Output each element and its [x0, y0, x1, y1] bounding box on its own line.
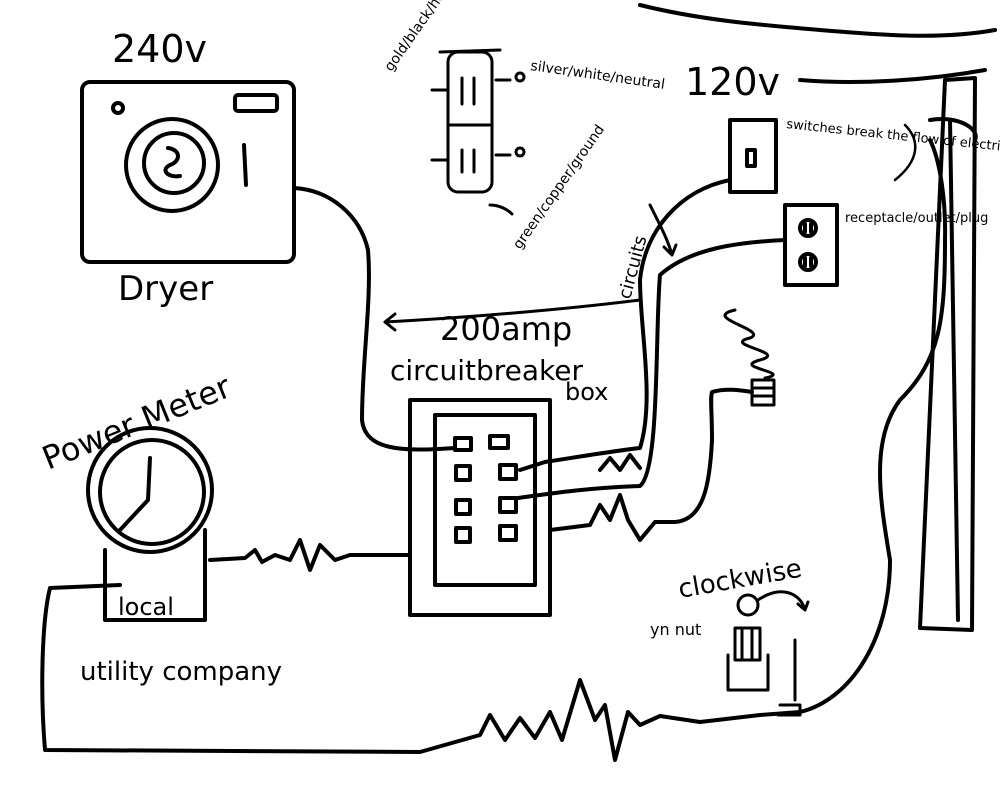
- wire-nut-label: yn nut: [650, 620, 701, 639]
- circuit-breaker-box: [408, 398, 552, 617]
- receptacle-label: receptacle/outlet/plug: [845, 211, 988, 226]
- breaker-title-label: circuitbreaker: [390, 354, 583, 387]
- outlet-neutral-label: silver/white/neutral: [529, 58, 665, 93]
- switch-note-bracket: [893, 123, 917, 182]
- breaker-amp-label: 200amp: [440, 310, 572, 348]
- voltage-120-label: 120v: [685, 60, 780, 104]
- light-switch: [728, 118, 778, 194]
- outlet-hot-label: gold/black/hot: [382, 0, 453, 75]
- breaker-box-label: box: [565, 378, 608, 406]
- utility-pole: [638, 3, 997, 632]
- utility-company-label: utility company: [80, 657, 282, 687]
- receptacle: [783, 203, 839, 287]
- dryer-voltage-label: 240v: [112, 27, 207, 71]
- clockwise-sketch: [726, 590, 810, 717]
- circuits-arrow: [383, 298, 642, 332]
- outlet-detail-sketch: [430, 48, 526, 216]
- circuits-arrow-2: [648, 203, 678, 257]
- meter-local-label: local: [118, 593, 174, 621]
- wires: [40, 138, 948, 762]
- dryer-label: Dryer: [118, 269, 213, 309]
- outlet-ground-label: green/copper/ground: [510, 122, 608, 252]
- dryer: [80, 80, 296, 264]
- power-meter: [86, 426, 214, 622]
- circuits-label: circuits: [615, 233, 652, 301]
